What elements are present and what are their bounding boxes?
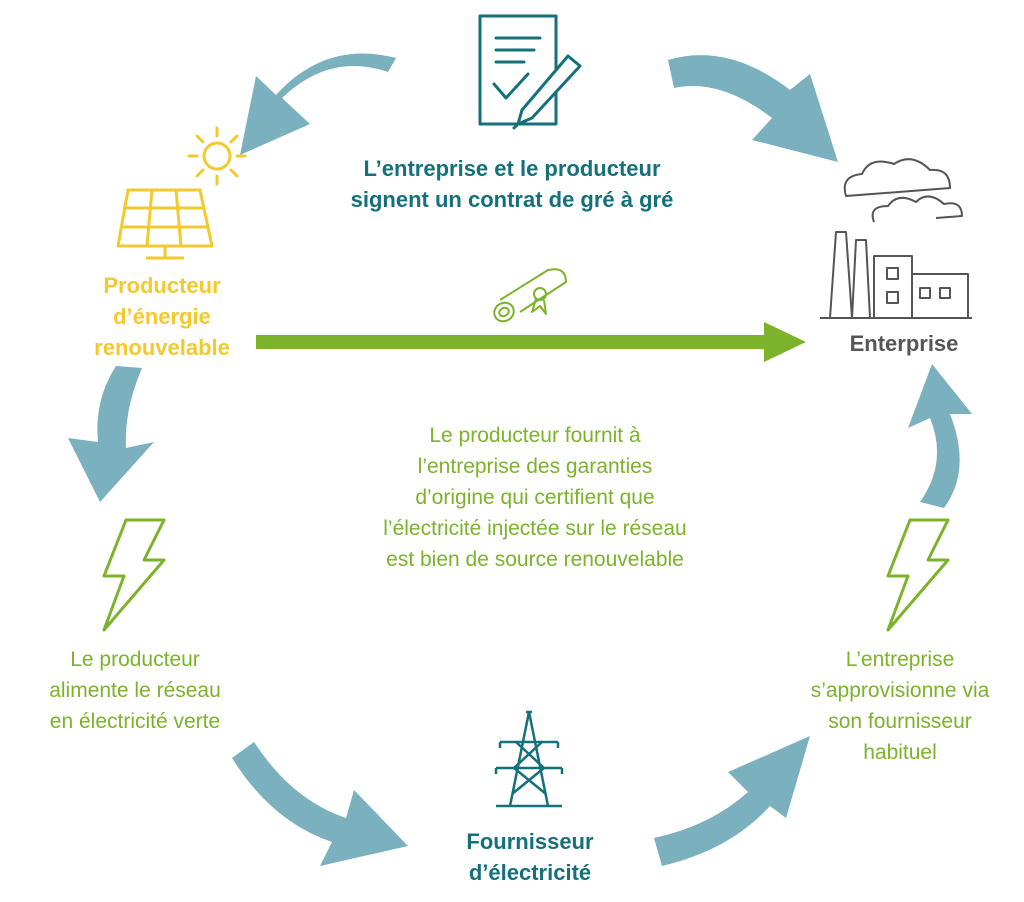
- producer-label: Producteur d’énergie renouvelable: [94, 273, 230, 360]
- green-arrow: [256, 322, 806, 362]
- cycle-arrows: [68, 53, 972, 866]
- cycle-arrow-top-left: [240, 53, 396, 155]
- sun-icon: [187, 126, 247, 186]
- cycle-arrow-bottom-right: [654, 736, 810, 866]
- cycle-arrow-top-right: [668, 55, 838, 162]
- power-pylon-icon: [494, 710, 564, 808]
- supplier-label: Fournisseur d’électricité: [466, 829, 594, 885]
- contract-pen-icon: [478, 14, 582, 130]
- factory-icon: [820, 158, 972, 319]
- cycle-arrow-bottom-left: [232, 742, 408, 866]
- solar-panel-icon: [116, 188, 214, 260]
- contract-label: L’entreprise et le producteur signent un…: [350, 156, 674, 212]
- enterprise-label: Enterprise: [849, 331, 959, 356]
- cycle-arrow-left: [68, 366, 154, 502]
- cycle-arrow-right: [908, 364, 972, 508]
- lightning-bolt-icon: [886, 518, 950, 632]
- guarantees-label: Le producteur fournit à l’entreprise des…: [383, 424, 687, 571]
- lightning-bolt-icon: [102, 518, 166, 632]
- certificate-scroll-icon: [493, 268, 567, 323]
- supplied-via-label: L’entreprise s’approvisionne via son fou…: [810, 648, 990, 764]
- feeds-grid-label: Le producteur alimente le réseau en élec…: [49, 648, 221, 733]
